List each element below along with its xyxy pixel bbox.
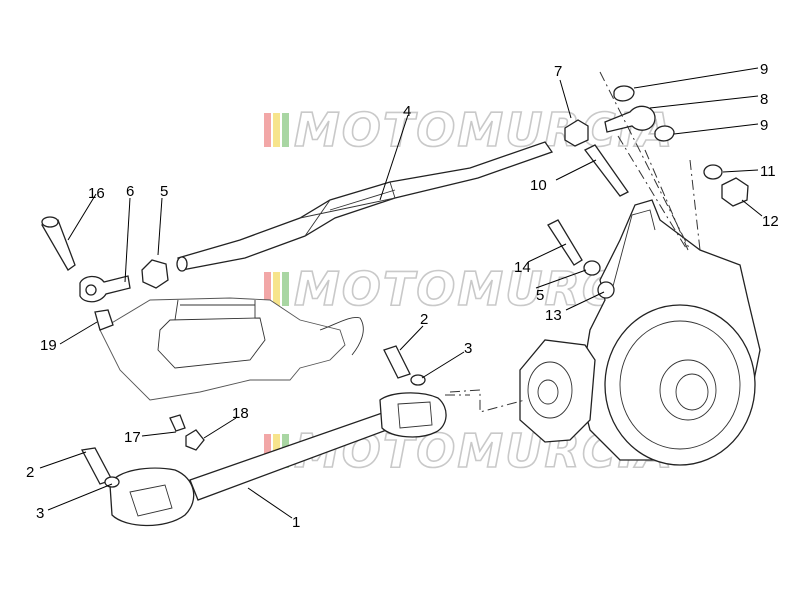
rod-end-right (564, 85, 749, 207)
callout-8: 8 (760, 91, 768, 108)
callout-1: 1 (292, 514, 300, 531)
callout-2-lower: 2 (26, 464, 34, 481)
rod-end-left (41, 216, 169, 331)
callout-16: 16 (88, 185, 105, 202)
callout-18: 18 (232, 405, 249, 422)
frame-ghost-section (99, 297, 364, 401)
callout-5-right: 5 (536, 287, 544, 304)
watermark-stripe-red (264, 272, 271, 306)
callout-9-top: 9 (760, 61, 768, 78)
leader-lines (39, 67, 763, 519)
callout-6: 6 (126, 183, 134, 200)
callout-9-mid: 9 (760, 117, 768, 134)
watermark-stripe-yellow (273, 113, 280, 147)
callout-labels: 1 2 2 3 3 4 5 5 6 7 8 9 9 10 11 12 13 14… (26, 61, 779, 531)
watermark-stripe-red (264, 113, 271, 147)
callout-14: 14 (514, 259, 531, 276)
callout-3-lower: 3 (36, 505, 44, 522)
callout-12: 12 (762, 213, 779, 230)
callout-17: 17 (124, 429, 141, 446)
callout-19: 19 (40, 337, 57, 354)
tie-rod (176, 141, 554, 272)
callout-2-upper: 2 (420, 311, 428, 328)
watermark-stripe-green (282, 113, 289, 147)
drive-shaft (80, 345, 447, 527)
callout-5-left: 5 (160, 183, 168, 200)
callout-10: 10 (530, 177, 547, 194)
callout-7: 7 (554, 63, 562, 80)
callout-4: 4 (403, 103, 411, 120)
callout-11: 11 (760, 163, 776, 180)
watermark-stripe-yellow (273, 272, 280, 306)
callout-13: 13 (545, 307, 562, 324)
watermark-stripe-green (282, 272, 289, 306)
assembly-lines (445, 71, 701, 413)
callout-3-upper: 3 (464, 340, 472, 357)
bevel-gear-housing (519, 199, 761, 466)
watermark-stripe-red (264, 434, 271, 468)
